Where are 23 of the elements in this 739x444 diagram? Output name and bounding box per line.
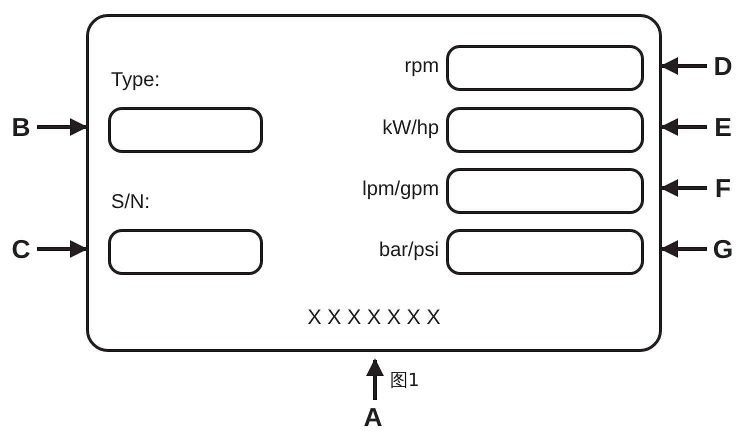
- callout-letter: B: [12, 114, 30, 140]
- field-label: S/N:: [111, 192, 150, 212]
- arrow: [660, 118, 707, 136]
- field-label: kW/hp: [382, 118, 439, 138]
- field-label: Type:: [111, 70, 160, 90]
- arrow: [660, 179, 707, 197]
- field-label: lpm/gpm: [362, 179, 439, 199]
- nameplate: [86, 14, 662, 352]
- callout-letter: G: [712, 236, 734, 262]
- figure-label: 图1: [390, 372, 420, 390]
- callout-letter: D: [714, 53, 732, 79]
- callout-letter: C: [12, 236, 30, 262]
- placeholder-text: X X X X X X X: [306, 307, 442, 328]
- arrow: [37, 118, 88, 136]
- callout-letter: E: [714, 114, 732, 140]
- field-label: rpm: [404, 56, 439, 76]
- callout-letter: F: [715, 175, 731, 201]
- callout-letter: A: [364, 404, 382, 430]
- arrow: [660, 240, 707, 258]
- field-label: bar/psi: [378, 240, 439, 260]
- arrow: [366, 358, 384, 400]
- arrow: [660, 57, 707, 75]
- arrow: [37, 240, 88, 258]
